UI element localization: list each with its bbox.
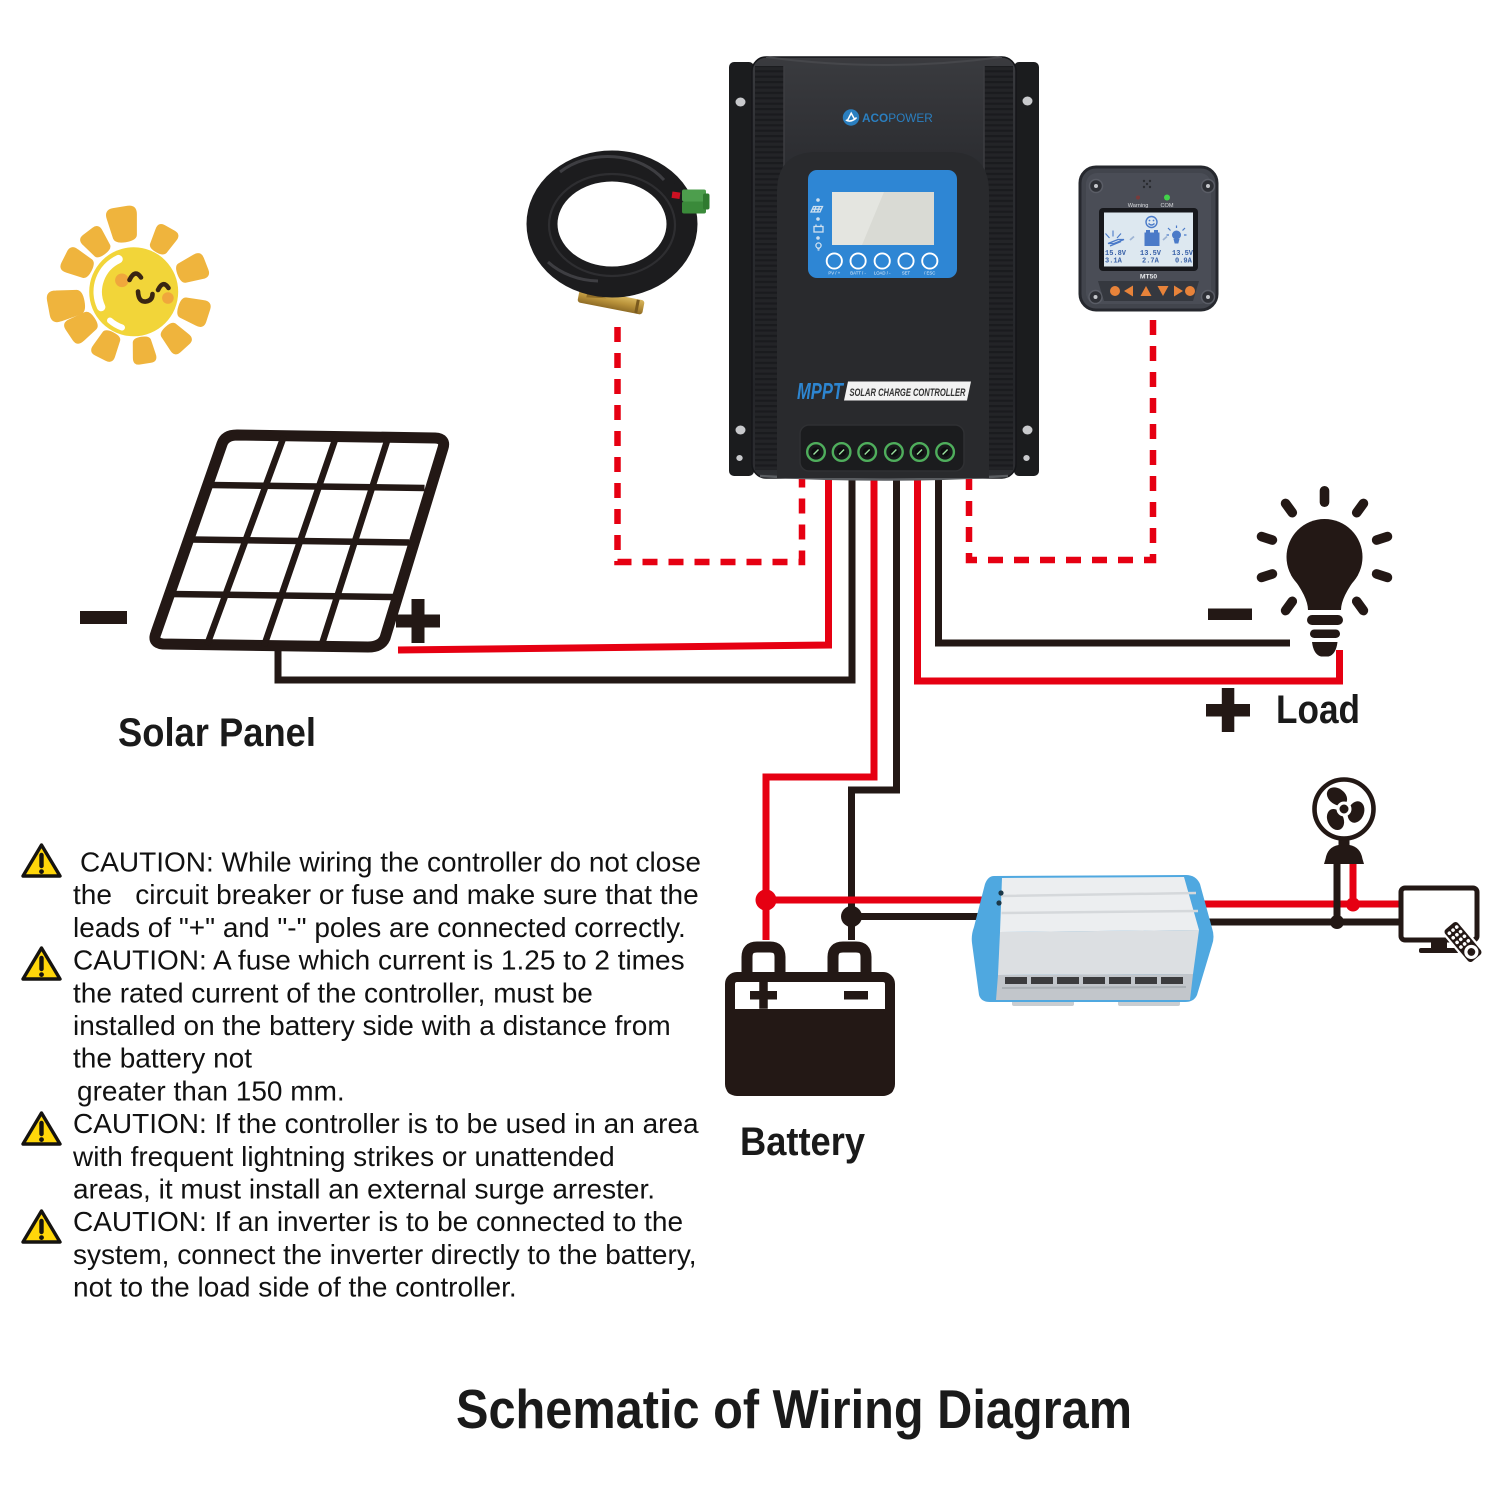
svg-text:Solar Panel: Solar Panel	[118, 711, 316, 755]
svg-text:the rated current of the contr: the rated current of the controller, mus…	[73, 977, 593, 1008]
svg-text:0.9A: 0.9A	[1175, 258, 1193, 266]
svg-text:the battery not: the battery not	[73, 1043, 252, 1074]
svg-text:LOAD / -: LOAD / -	[874, 271, 891, 276]
svg-text:areas, it must install an exte: areas, it must install an external surge…	[73, 1174, 655, 1205]
svg-text:system, connect the inverter d: system, connect the inverter directly to…	[73, 1239, 697, 1270]
svg-text:with frequent lightning strike: with frequent lightning strikes or unatt…	[72, 1141, 615, 1172]
svg-text:13.5V: 13.5V	[1172, 250, 1194, 258]
svg-text:MPPT: MPPT	[797, 378, 844, 404]
svg-text:CAUTION: While wiring the cont: CAUTION: While wiring the controller do …	[80, 847, 701, 878]
svg-text:leads of "+" and "-" poles are: leads of "+" and "-" poles are connected…	[73, 912, 686, 943]
svg-text:CAUTION: If an inverter is to: CAUTION: If an inverter is to be connect…	[73, 1206, 683, 1237]
svg-text:/ ESC: / ESC	[924, 271, 935, 276]
svg-text:the circuit breaker or fuse: the circuit breaker or fuse and make sur…	[73, 879, 699, 910]
svg-text:Schematic of Wiring Diagram: Schematic of Wiring Diagram	[456, 1378, 1132, 1440]
svg-text:installed on the battery side: installed on the battery side with a dis…	[73, 1010, 671, 1041]
svg-text:BATT / -: BATT / -	[850, 271, 866, 276]
svg-text:15.8V: 15.8V	[1105, 250, 1127, 258]
svg-text:PV / +: PV / +	[828, 271, 840, 276]
svg-text:CAUTION: If the controller is: CAUTION: If the controller is to be used…	[73, 1108, 699, 1139]
svg-text:not to the load side of the co: not to the load side of the controller.	[73, 1272, 517, 1303]
svg-text:COM: COM	[1160, 203, 1173, 209]
svg-text:Warning: Warning	[1128, 203, 1149, 209]
svg-text:CAUTION: A fuse which current: CAUTION: A fuse which current is 1.25 to…	[73, 945, 685, 976]
svg-text:2.7A: 2.7A	[1142, 258, 1160, 266]
svg-text:SOLAR CHARGE CONTROLLER: SOLAR CHARGE CONTROLLER	[850, 387, 966, 399]
svg-text:SET: SET	[902, 271, 911, 276]
svg-text:Load: Load	[1276, 688, 1360, 732]
svg-text:greater than 150 mm.: greater than 150 mm.	[77, 1075, 345, 1106]
svg-text:ACOPOWER: ACOPOWER	[862, 111, 933, 125]
svg-text:Battery: Battery	[740, 1120, 866, 1164]
svg-text:3.1A: 3.1A	[1105, 258, 1123, 266]
svg-text:13.5V: 13.5V	[1140, 250, 1162, 258]
svg-text:MT50: MT50	[1140, 274, 1158, 281]
